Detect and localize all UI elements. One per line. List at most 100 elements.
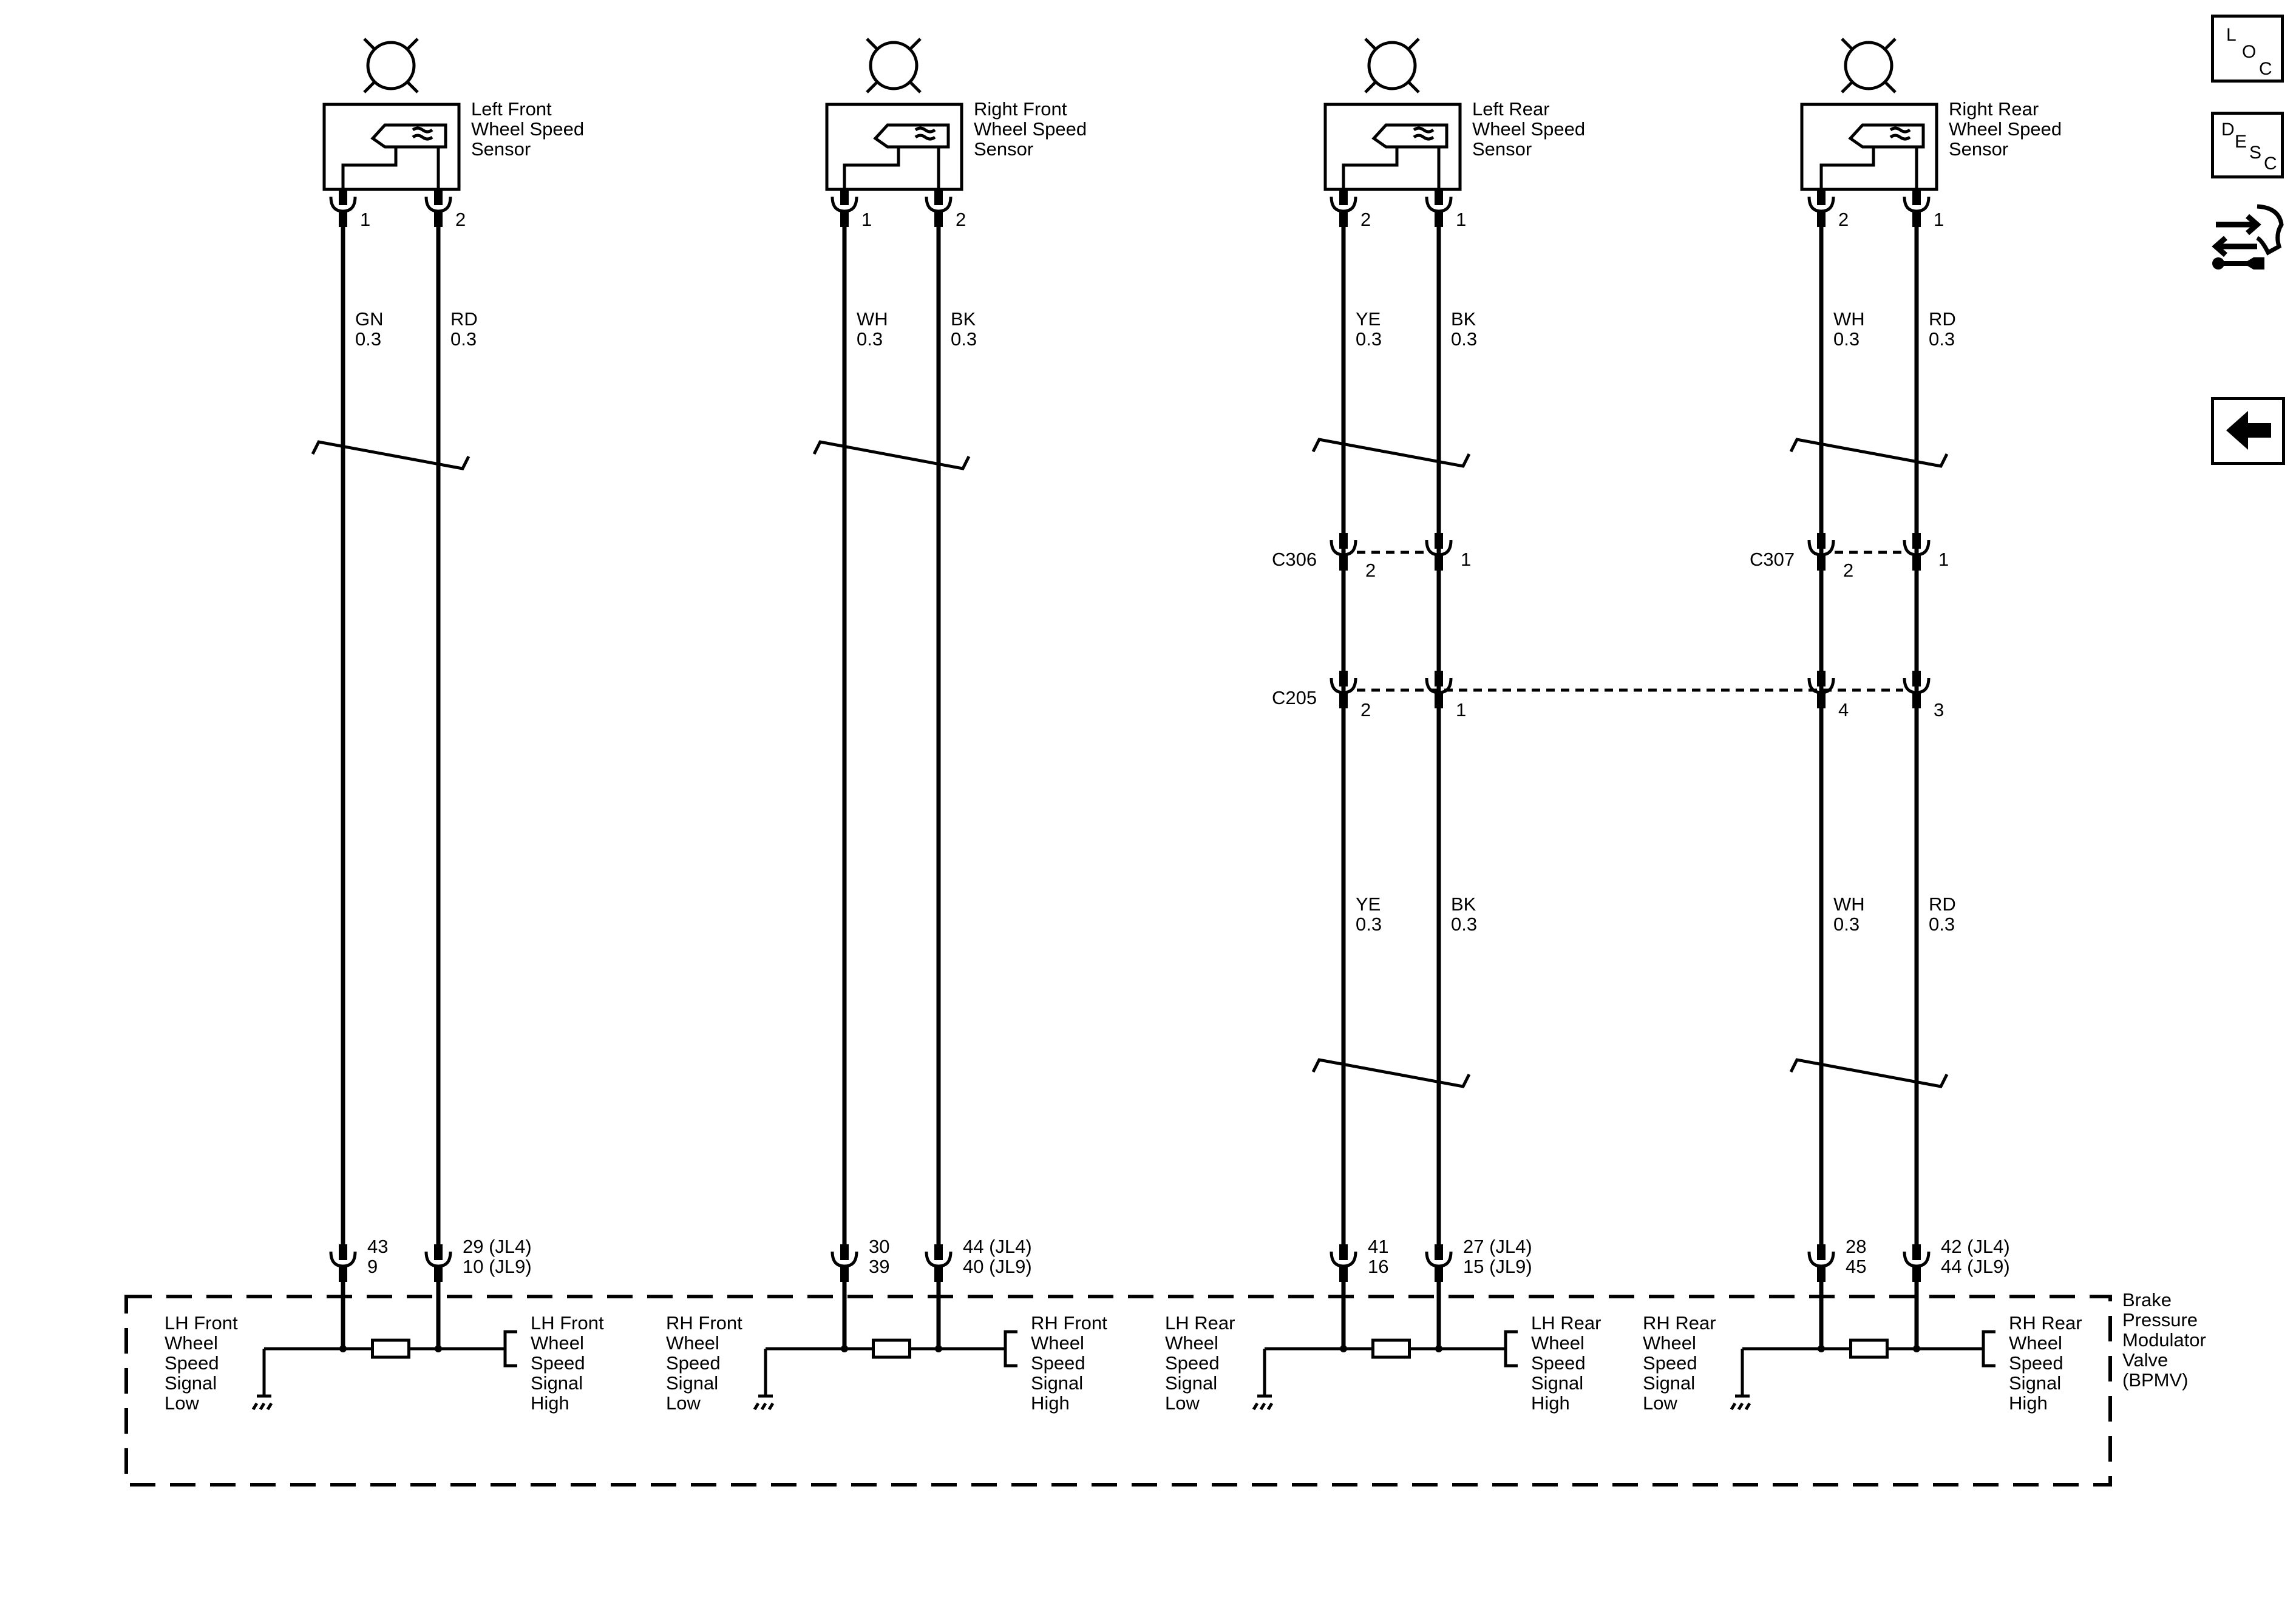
pin-label: 3	[1934, 699, 1944, 720]
bpmv-terminal-label: 42 (JL4)44 (JL9)	[1941, 1236, 2010, 1277]
connector-repair-icon[interactable]	[2210, 198, 2288, 276]
back-arrow-icon	[2226, 411, 2271, 450]
pin-label: 2	[1843, 560, 1853, 581]
pin-label: 1	[360, 209, 370, 230]
connector-c205	[1425, 671, 1453, 708]
loc-letter-c: C	[2259, 59, 2272, 79]
bpmv-connector	[329, 1244, 357, 1282]
bpmv-terminal-label: 29 (JL4)10 (JL9)	[463, 1236, 532, 1277]
bpmv-terminal-label: 27 (JL4)15 (JL9)	[1463, 1236, 1532, 1277]
bpmv-connector	[1425, 1244, 1453, 1282]
loc-letter-o: O	[2242, 42, 2257, 62]
pin-label: 2	[1365, 560, 1376, 581]
bpmv-connector	[830, 1244, 858, 1282]
harness-break-mark	[1311, 438, 1471, 468]
sensor-pin-connector	[1330, 189, 1357, 227]
harness-break-mark	[1789, 438, 1949, 468]
desc-letter-d: D	[2221, 120, 2235, 140]
sensor-symbol	[363, 38, 419, 93]
bpmv-internal-circuit	[251, 1282, 517, 1411]
pin-label: 2	[1360, 699, 1371, 720]
bpmv-module-boundary	[124, 1295, 2112, 1486]
bpmv-connector	[1807, 1244, 1835, 1282]
connector-c205	[1330, 671, 1357, 708]
sensor-symbol	[866, 38, 922, 93]
connector-id-label: C307	[1750, 549, 1795, 570]
desc-letter-s: S	[2249, 143, 2262, 163]
back-button[interactable]	[2211, 397, 2285, 465]
desc-button[interactable]: D E S C	[2211, 112, 2284, 178]
sensor-housing	[322, 103, 461, 191]
connector-c205	[1903, 671, 1931, 708]
pin-label: 2	[956, 209, 966, 230]
sensor-pin-connector	[830, 189, 858, 227]
pin-label: 2	[1360, 209, 1371, 230]
bpmv-connector	[1330, 1244, 1357, 1282]
sensor-pin-connector	[925, 189, 953, 227]
bpmv-internal-circuit	[753, 1282, 1017, 1411]
inline-connector-C306	[1330, 533, 1357, 571]
pin-label: 1	[1456, 209, 1466, 230]
bpmv-connector	[424, 1244, 452, 1282]
sensor-pin-connector	[329, 189, 357, 227]
pin-label: 2	[1838, 209, 1849, 230]
inline-connector-C307	[1903, 533, 1931, 571]
bpmv-terminal-label: 44 (JL4)40 (JL9)	[963, 1236, 1032, 1277]
harness-break-mark	[311, 440, 470, 470]
harness-break-mark	[812, 440, 971, 470]
sensor-pin-connector	[424, 189, 452, 227]
pin-label: 1	[1938, 549, 1949, 570]
connector-c205	[1807, 671, 1835, 708]
inline-connector-C307	[1807, 533, 1835, 571]
sensor-housing	[825, 103, 963, 191]
bpmv-connector	[1903, 1244, 1931, 1282]
pin-label: 2	[455, 209, 466, 230]
sensor-pin-connector	[1425, 189, 1453, 227]
harness-break-mark	[1311, 1058, 1471, 1088]
desc-letter-e: E	[2235, 132, 2247, 152]
sensor-symbol	[1841, 38, 1897, 93]
pin-label: 4	[1838, 699, 1849, 720]
loc-button[interactable]: L O C	[2211, 15, 2284, 83]
connector-id-label: C205	[1272, 687, 1317, 708]
loc-letter-l: L	[2226, 25, 2237, 45]
harness-break-mark	[1789, 1058, 1949, 1088]
sensor-symbol	[1364, 38, 1420, 93]
bpmv-internal-circuit	[1730, 1282, 1995, 1411]
pin-label: 1	[861, 209, 872, 230]
bpmv-internal-circuit	[1252, 1282, 1518, 1411]
pin-label: 1	[1461, 549, 1471, 570]
sensor-pin-connector	[1807, 189, 1835, 227]
pin-label: 1	[1934, 209, 1944, 230]
